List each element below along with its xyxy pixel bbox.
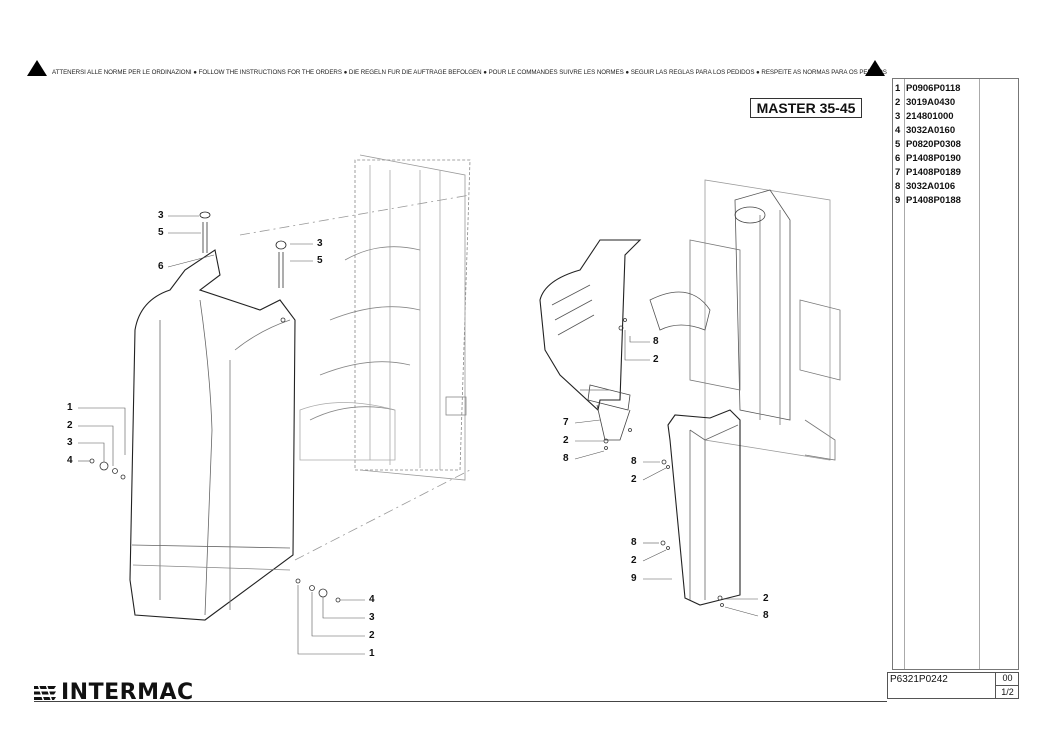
revision-number: 00 [1002,673,1013,683]
model-title: MASTER 35-45 [750,98,862,118]
callout-8: 8 [631,456,637,467]
callout-2: 2 [369,630,375,641]
callout-9: 9 [631,573,637,584]
callout-4: 4 [67,455,73,466]
intermac-logo: INTERMAC [34,680,194,705]
callout-7: 7 [563,417,569,428]
callout-5: 5 [317,255,323,266]
right-cover-panel [660,409,741,607]
callout-3: 3 [67,437,73,448]
brand-name: INTERMAC [61,680,194,705]
callout-8: 8 [631,537,637,548]
document-code: P6321P0242 [890,674,948,685]
callout-2: 2 [631,474,637,485]
callout-1: 1 [369,648,375,659]
callout-8: 8 [653,336,659,347]
callout-2: 2 [563,435,569,446]
right-frame-structure [649,179,841,461]
callout-5: 5 [158,227,164,238]
left-cover-panel [129,249,296,621]
left-fasteners [89,211,341,603]
callout-8: 8 [563,453,569,464]
footer-rule [34,701,887,702]
intermac-logo-mark-icon [34,683,56,702]
revision-box: 00 1/2 [995,672,1019,699]
warning-triangle-icon [27,60,47,76]
callout-8: 8 [763,610,769,621]
callout-1: 1 [67,402,73,413]
callout-3: 3 [158,210,164,221]
order-instructions-text: ATTENERSI ALLE NORME PER LE ORDINAZIONI … [52,69,887,76]
page-number: 1/2 [996,685,1019,699]
warning-triangle-icon-right [865,60,885,76]
callout-3: 3 [369,612,375,623]
callout-4: 4 [369,594,375,605]
callout-6: 6 [158,261,164,272]
callout-2: 2 [631,555,637,566]
callout-2: 2 [763,593,769,604]
callout-2: 2 [653,354,659,365]
callout-2: 2 [67,420,73,431]
left-frame-structure [239,154,471,561]
callout-3: 3 [317,238,323,249]
